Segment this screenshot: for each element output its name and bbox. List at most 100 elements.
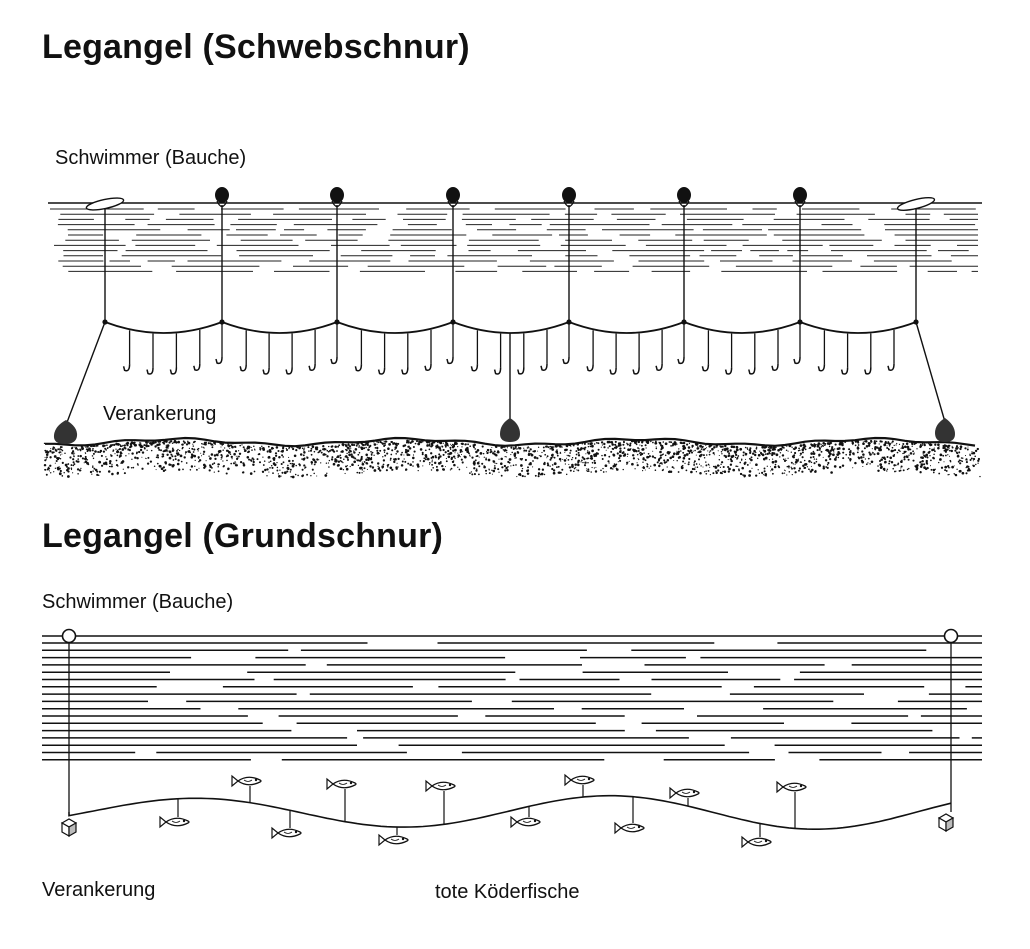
sediment-dot bbox=[671, 444, 674, 447]
sediment-dot bbox=[269, 460, 272, 463]
sediment-dot bbox=[555, 445, 558, 448]
sediment-dot bbox=[185, 453, 187, 455]
sediment-dot bbox=[365, 446, 367, 449]
sediment-dot bbox=[377, 441, 379, 443]
sediment-dot bbox=[433, 441, 436, 444]
sediment-dot bbox=[291, 447, 295, 451]
sediment-dot bbox=[241, 472, 244, 474]
sediment-dot bbox=[655, 440, 657, 443]
sediment-dot bbox=[291, 475, 295, 479]
sediment-dot bbox=[243, 450, 246, 453]
sediment-dot bbox=[732, 455, 735, 458]
sediment-dot bbox=[878, 443, 880, 445]
sediment-dot bbox=[727, 466, 730, 468]
sediment-dot bbox=[262, 456, 264, 458]
sediment-dot bbox=[635, 440, 638, 443]
sediment-dot bbox=[565, 473, 568, 476]
sediment-dot bbox=[886, 455, 889, 459]
sediment-dot bbox=[191, 447, 194, 450]
sediment-dot bbox=[571, 465, 574, 468]
sediment-dot bbox=[887, 442, 889, 445]
sediment-dot bbox=[711, 447, 714, 451]
sediment-dot bbox=[158, 464, 162, 468]
sediment-dot bbox=[81, 457, 84, 460]
sediment-dot bbox=[675, 452, 677, 454]
sediment-dot bbox=[926, 466, 929, 470]
sediment-dot bbox=[253, 445, 255, 447]
hook-icon bbox=[793, 356, 801, 365]
sediment-dot bbox=[605, 471, 607, 473]
sediment-dot bbox=[278, 474, 281, 478]
float-loop bbox=[216, 200, 228, 208]
sediment-dot bbox=[556, 452, 559, 455]
sediment-dot bbox=[98, 460, 101, 464]
sediment-dot bbox=[370, 450, 372, 453]
sediment-dot bbox=[549, 447, 552, 450]
sediment-dot bbox=[673, 459, 675, 462]
sediment-dot bbox=[72, 464, 75, 467]
sediment-dot bbox=[479, 452, 483, 455]
sediment-dot bbox=[506, 469, 509, 472]
sediment-dot bbox=[241, 444, 243, 446]
sediment-dot bbox=[404, 460, 407, 463]
sediment-dot bbox=[192, 441, 195, 444]
sediment-dot bbox=[313, 458, 316, 462]
sediment-dot bbox=[517, 448, 519, 450]
sediment-dot bbox=[822, 456, 824, 458]
sediment-dot bbox=[258, 461, 262, 464]
sediment-dot bbox=[166, 444, 170, 447]
sediment-dot bbox=[705, 454, 708, 456]
sediment-dot bbox=[517, 446, 520, 448]
sediment-dot bbox=[786, 459, 788, 462]
sediment-dot bbox=[403, 458, 405, 460]
sediment-dot bbox=[459, 456, 461, 458]
sediment-dot bbox=[503, 445, 506, 448]
sediment-dot bbox=[476, 449, 480, 452]
sediment-dot bbox=[447, 445, 449, 447]
sediment-dot bbox=[123, 444, 126, 447]
sediment-dot bbox=[397, 442, 400, 445]
sediment-dot bbox=[138, 443, 142, 447]
sediment-dot bbox=[53, 455, 57, 458]
sediment-dot bbox=[810, 443, 813, 446]
sediment-dot bbox=[783, 472, 786, 474]
sediment-dot bbox=[519, 473, 522, 477]
sediment-dot bbox=[101, 464, 104, 467]
sediment-dot bbox=[913, 442, 916, 446]
sediment-dot bbox=[331, 456, 334, 459]
sediment-dot bbox=[246, 446, 249, 449]
sediment-dot bbox=[274, 452, 278, 455]
sediment-dot bbox=[353, 450, 355, 452]
sediment-dot bbox=[757, 453, 761, 457]
hook-icon bbox=[215, 356, 223, 365]
sediment-dot bbox=[174, 458, 177, 461]
sediment-dot bbox=[131, 452, 134, 455]
sediment-dot bbox=[407, 462, 410, 465]
sediment-dot bbox=[489, 448, 492, 451]
sediment-dot bbox=[928, 444, 931, 446]
sediment-dot bbox=[242, 463, 246, 467]
sediment-dot bbox=[202, 446, 204, 448]
sediment-dot bbox=[452, 455, 456, 458]
sediment-dot bbox=[904, 455, 906, 458]
sediment-dot bbox=[349, 465, 351, 468]
sediment-dot bbox=[854, 461, 857, 465]
sediment-dot bbox=[103, 444, 106, 447]
sediment-dot bbox=[105, 458, 108, 461]
sediment-dot bbox=[346, 458, 350, 461]
sediment-dot bbox=[798, 467, 802, 470]
sediment-dot bbox=[961, 457, 964, 459]
sediment-dot bbox=[506, 447, 508, 449]
sediment-dot bbox=[376, 441, 378, 443]
sediment-dot bbox=[229, 447, 231, 449]
sediment-dot bbox=[171, 442, 174, 444]
sediment-dot bbox=[812, 452, 816, 455]
sediment-dot bbox=[354, 448, 357, 451]
sediment-dot bbox=[883, 443, 887, 447]
sediment-dot bbox=[230, 462, 233, 465]
sediment-dot bbox=[893, 444, 895, 447]
sediment-dot bbox=[181, 443, 183, 446]
sediment-dot bbox=[688, 442, 691, 445]
sediment-dot bbox=[49, 456, 52, 459]
sediment-dot bbox=[723, 470, 727, 473]
